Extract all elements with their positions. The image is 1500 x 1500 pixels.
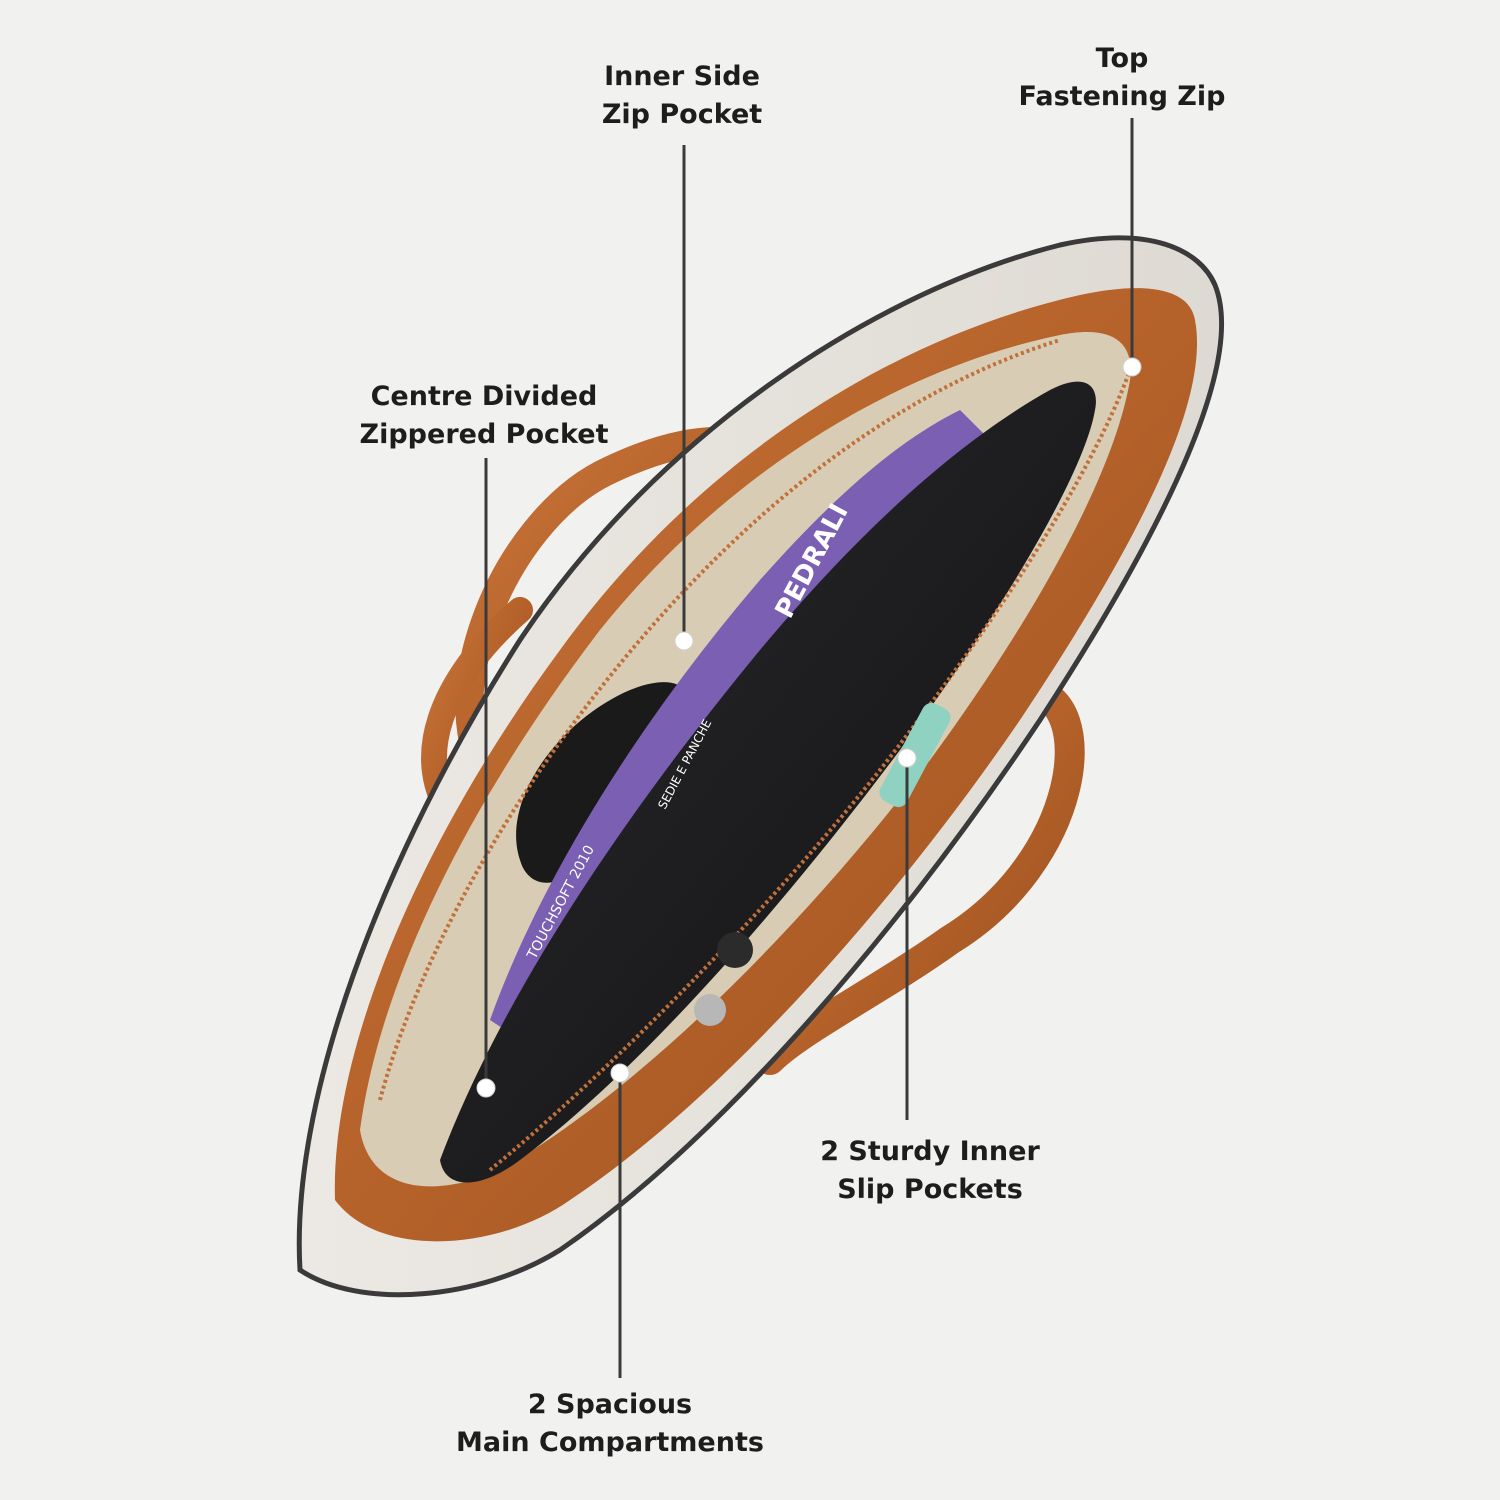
dot-inner-side-zip (674, 631, 694, 651)
callout-centre-divided-line1: Centre Divided (370, 381, 598, 412)
callout-centre-divided-line2: Zippered Pocket (359, 419, 609, 450)
callout-sturdy-inner-slip-pockets: 2 Sturdy Inner Slip Pockets (820, 1133, 1040, 1209)
zippers (378, 338, 1132, 1172)
callout-top-fastening-zip-line2: Fastening Zip (1018, 81, 1226, 112)
callout-slip-pockets-line2: Slip Pockets (837, 1174, 1023, 1205)
callout-spacious-main-compartments: 2 Spacious Main Compartments (456, 1386, 764, 1462)
leader-lines (484, 118, 1134, 1378)
callout-main-compartments-line2: Main Compartments (456, 1427, 764, 1458)
callout-centre-divided-zippered-pocket: Centre Divided Zippered Pocket (360, 378, 609, 454)
dot-main-compartments (610, 1063, 630, 1083)
callout-inner-side-zip-pocket-line1: Inner Side (604, 61, 760, 92)
callout-slip-pockets-line1: 2 Sturdy Inner (820, 1136, 1040, 1167)
laptop (440, 381, 1096, 1183)
callout-top-fastening-zip-line1: Top (1095, 43, 1149, 74)
dot-centre-divided (476, 1078, 496, 1098)
dot-slip-pockets (897, 748, 917, 768)
right-handle (755, 675, 1085, 1075)
callout-top-fastening-zip: Top Fastening Zip (1019, 40, 1226, 116)
callout-inner-side-zip-pocket: Inner Side Zip Pocket (602, 58, 762, 134)
callout-inner-side-zip-pocket-line2: Zip Pocket (601, 99, 763, 130)
callout-dots (476, 357, 1142, 1098)
callout-main-compartments-line1: 2 Spacious (527, 1389, 693, 1420)
dot-top-fastening-zip (1122, 357, 1142, 377)
